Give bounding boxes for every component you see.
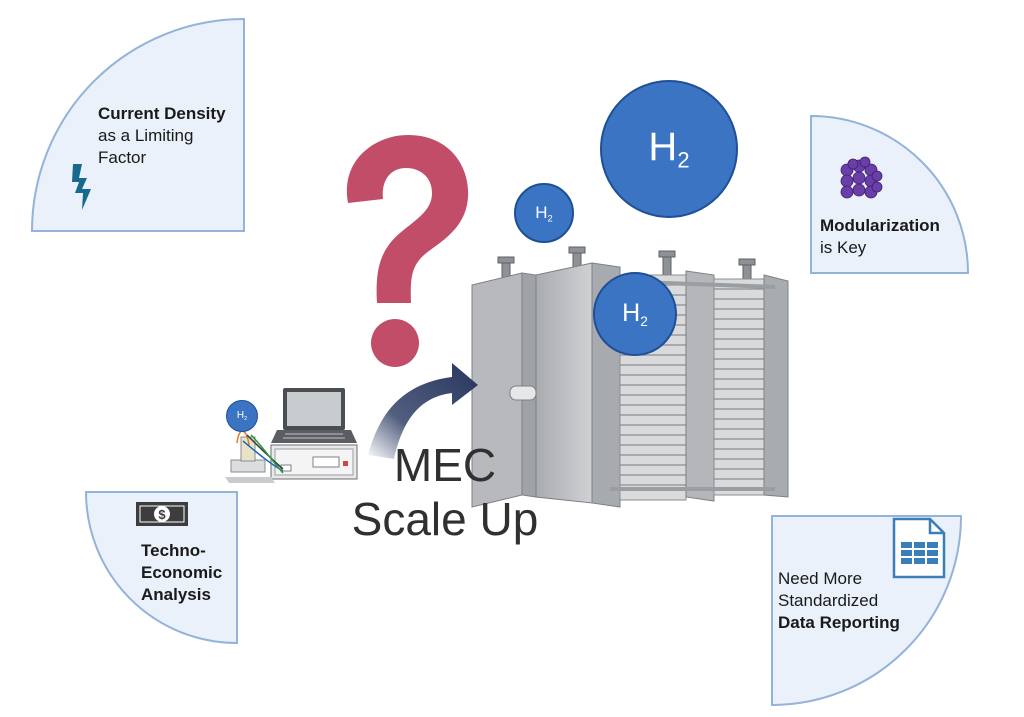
data-reporting-text: Need More Standardized Data Reporting [778,568,900,634]
cube-cluster-icon [840,156,883,199]
title-line-1: MEC [393,439,497,491]
techno-economic-panel [84,491,238,645]
arrow-icon [368,363,478,459]
data-reporting-line1: Need More [778,569,863,588]
h2-small-label: H2 [535,202,553,224]
current-density-line2: as a Limiting [98,126,194,145]
lightning-icon [72,164,91,210]
data-reporting-heading: Data Reporting [778,613,900,632]
current-density-line3: Factor [98,148,147,167]
spreadsheet-icon [892,517,946,579]
techno-economic-line1: Techno- [141,541,206,560]
svg-text:$: $ [158,507,166,522]
current-density-text: Current Density as a Limiting Factor [98,103,226,169]
question-mark-icon [346,135,469,367]
h2-tiny-bubble: H2 [226,400,258,432]
data-reporting-line2: Standardized [778,591,879,610]
modularization-panel [810,114,970,274]
h2-medium-label: H2 [622,299,648,329]
h2-tiny-label: H2 [236,410,248,422]
modularization-heading: Modularization [820,216,940,235]
techno-economic-line2: Economic [141,563,223,582]
dollar-bill-icon: $ [136,502,188,526]
h2-small-bubble: H2 [514,183,574,243]
techno-economic-text: Techno- Economic Analysis [141,540,222,606]
main-title: MEC Scale Up [325,438,565,546]
potentiostat-laptop-illustration [225,388,358,483]
current-density-heading: Current Density [98,104,226,123]
h2-large-bubble: H2 [600,80,738,218]
techno-economic-line3: Analysis [141,585,211,604]
h2-medium-bubble: H2 [593,272,677,356]
modularization-text: Modularization is Key [820,215,940,259]
modularization-line2: is Key [820,238,867,257]
h2-large-label: H2 [648,124,690,173]
title-line-2: Scale Up [351,493,539,545]
